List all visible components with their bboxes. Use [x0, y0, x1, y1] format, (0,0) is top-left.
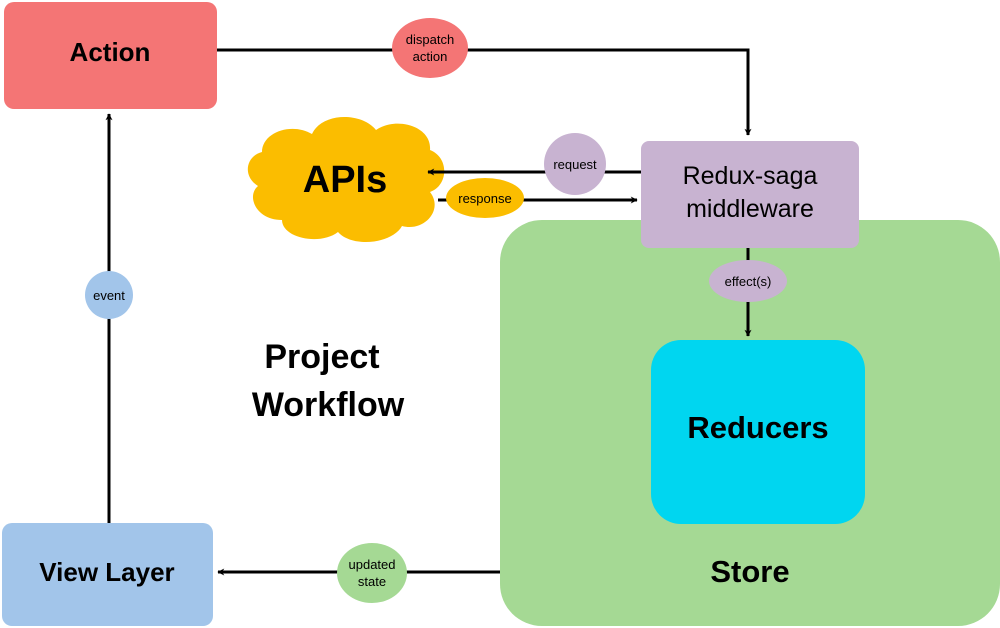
effects-bubble: [709, 260, 787, 302]
action-box: [4, 2, 217, 109]
request-bubble: [544, 133, 606, 195]
dispatch-action-bubble: [392, 18, 468, 78]
reducers-box: [651, 340, 865, 524]
request-label: request: [553, 157, 597, 172]
dispatch-action-label-line2: action: [413, 49, 448, 64]
response-label: response: [458, 191, 511, 206]
updated-state-label-line1: updated: [349, 557, 396, 572]
view-layer-box: [2, 523, 213, 626]
effects-label: effect(s): [725, 274, 772, 289]
response-bubble: [446, 178, 524, 218]
edge-action-to-middleware: [217, 48, 752, 136]
action-label: Action: [70, 37, 151, 67]
dispatch-action-label-line1: dispatch: [406, 32, 454, 47]
view-layer-label: View Layer: [39, 557, 174, 587]
middleware-label-line2: middleware: [686, 195, 814, 223]
reducers-label: Reducers: [687, 410, 828, 445]
updated-state-label-line2: state: [358, 574, 386, 589]
updated-state-bubble: [337, 543, 407, 603]
middleware-box: [641, 141, 859, 248]
apis-cloud-shape: [247, 116, 445, 243]
event-bubble: [85, 271, 133, 319]
title-line1: Project: [264, 338, 379, 376]
event-label: event: [93, 288, 125, 303]
apis-label: APIs: [303, 159, 387, 201]
store-label: Store: [710, 554, 789, 589]
title-line2: Workflow: [252, 386, 405, 424]
middleware-label-line1: Redux-saga: [683, 162, 818, 190]
